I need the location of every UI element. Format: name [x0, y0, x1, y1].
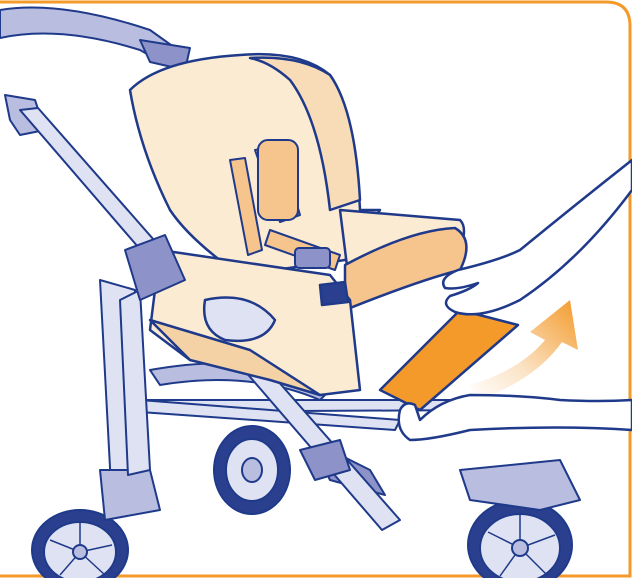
- upper-hand-illustration: [443, 160, 632, 314]
- front-left-wheel: [32, 510, 128, 578]
- rear-wheel-center: [214, 426, 290, 514]
- front-right-wheel: [468, 500, 572, 578]
- stroller-seat: [130, 54, 466, 395]
- shoulder-pad: [258, 140, 298, 220]
